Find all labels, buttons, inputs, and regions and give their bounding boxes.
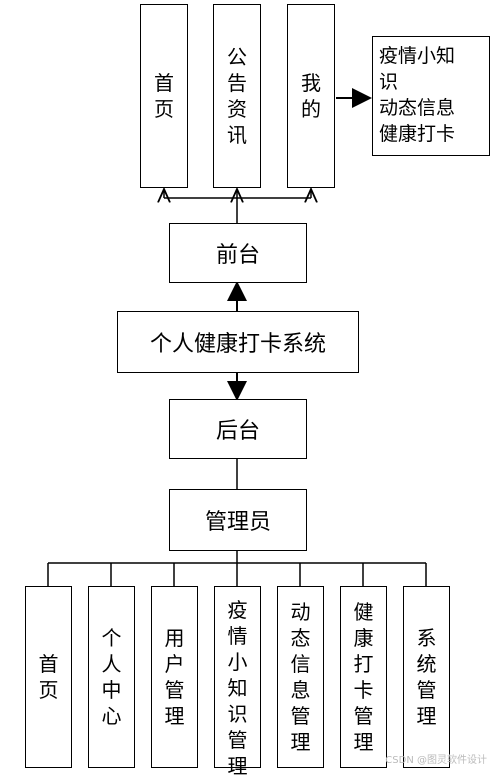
front-page-mine: 我的 bbox=[287, 4, 335, 188]
admin-box: 管理员 bbox=[169, 489, 307, 551]
system-box: 个人健康打卡系统 bbox=[117, 311, 359, 373]
detail-line-2: 动态信息 bbox=[379, 97, 456, 119]
front-page-news: 公告资讯 bbox=[213, 4, 261, 188]
front-page-mine-label: 我的 bbox=[301, 71, 321, 121]
module-home: 首页 bbox=[25, 586, 72, 768]
my-details-box: 疫情小知识 动态信息 健康打卡 bbox=[372, 36, 490, 156]
watermark-text: CSDN @图灵软件设计 bbox=[385, 755, 487, 766]
front-page-home: 首页 bbox=[140, 4, 188, 188]
module-epidemic-knowledge: 疫情小知识管理 bbox=[214, 586, 261, 778]
frontend-label: 前台 bbox=[215, 243, 260, 268]
detail-line-1: 疫情小知识 bbox=[379, 45, 456, 93]
front-page-home-label: 首页 bbox=[154, 71, 174, 121]
module-user-management: 用户管理 bbox=[151, 586, 198, 768]
module-epidemic-knowledge-label: 疫情小知识管理 bbox=[227, 598, 248, 778]
module-user-management-label: 用户管理 bbox=[164, 626, 185, 728]
module-system-management-label: 系统管理 bbox=[416, 626, 437, 728]
frontend-box: 前台 bbox=[169, 223, 307, 283]
admin-label: 管理员 bbox=[204, 510, 271, 535]
module-personal-center-label: 个人中心 bbox=[101, 626, 122, 728]
detail-line-3: 健康打卡 bbox=[379, 123, 456, 145]
module-system-management: 系统管理 bbox=[403, 586, 450, 768]
module-health-checkin-label: 健康打卡管理 bbox=[353, 600, 374, 754]
module-health-checkin: 健康打卡管理 bbox=[340, 586, 387, 768]
module-dynamic-info: 动态信息管理 bbox=[277, 586, 324, 768]
module-personal-center: 个人中心 bbox=[88, 586, 135, 768]
module-dynamic-info-label: 动态信息管理 bbox=[290, 600, 311, 754]
module-home-label: 首页 bbox=[38, 652, 59, 702]
backend-box: 后台 bbox=[169, 399, 307, 459]
system-label: 个人健康打卡系统 bbox=[149, 332, 326, 357]
backend-label: 后台 bbox=[215, 419, 260, 444]
front-page-news-label: 公告资讯 bbox=[227, 45, 247, 147]
